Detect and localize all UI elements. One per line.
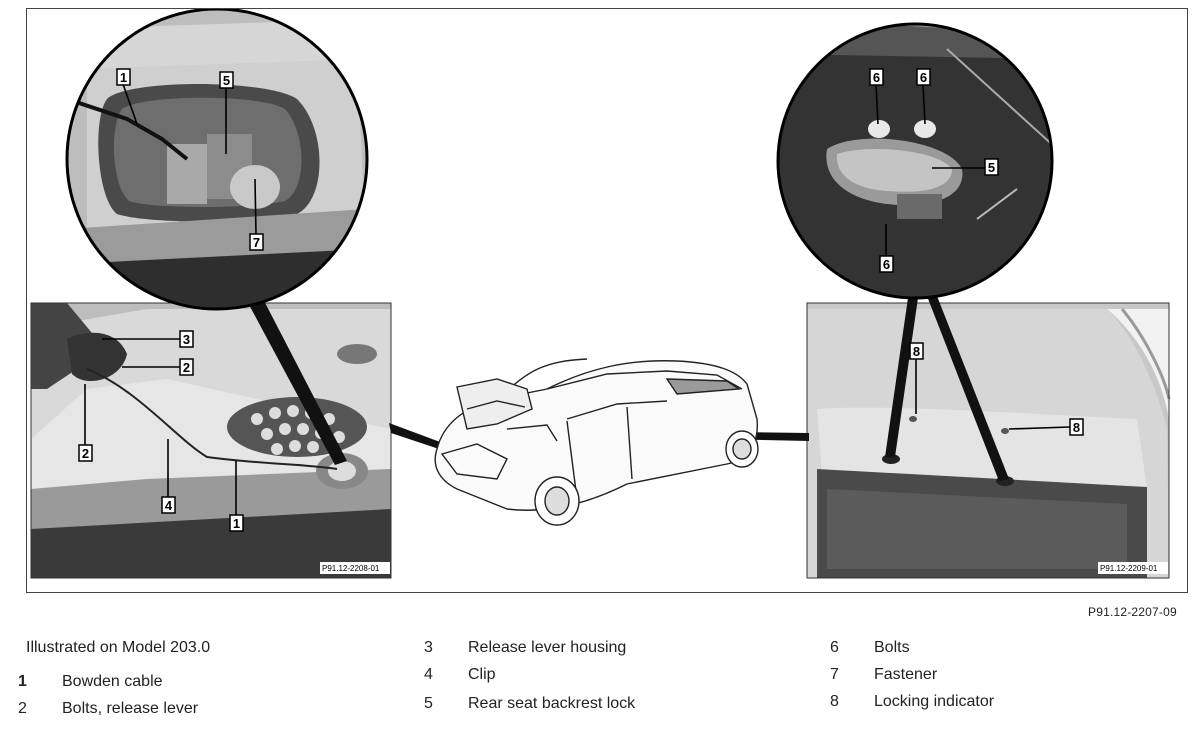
legend-item-7: 7 Fastener xyxy=(830,666,937,684)
callout-number: 1 xyxy=(233,516,240,531)
callout-badge-box xyxy=(1069,418,1084,436)
legend-item-1: 1 Bowden cable xyxy=(18,673,163,691)
legend-num: 1 xyxy=(18,673,27,690)
callout-leader-line xyxy=(922,83,926,125)
right-detail-circle xyxy=(776,22,1054,300)
legend-num: 6 xyxy=(830,639,839,656)
legend-num: 4 xyxy=(424,666,433,683)
car-illustration xyxy=(434,358,759,526)
callout-leader-line xyxy=(875,83,879,125)
callout-badge-box xyxy=(116,68,131,86)
callout-number: 5 xyxy=(223,73,230,88)
callout-badge-box xyxy=(229,514,244,532)
legend-item-3: 3 Release lever housing xyxy=(424,639,626,657)
legend-label: Bolts, release lever xyxy=(62,700,199,717)
callout-leader-line xyxy=(254,178,257,235)
callout-number: 5 xyxy=(988,160,995,175)
callout-badge-box xyxy=(916,68,931,86)
legend-label: Locking indicator xyxy=(874,693,995,710)
callout-number: 8 xyxy=(913,344,920,359)
callout-leader-line xyxy=(1008,426,1071,430)
figure-reference: P91.12-2207-09 xyxy=(1088,605,1177,619)
legend-label: Bowden cable xyxy=(62,673,163,690)
callout-number: 2 xyxy=(82,446,89,461)
left-photo-ref-bg xyxy=(320,562,390,574)
callout-number: 4 xyxy=(165,498,173,513)
callout-badge-box xyxy=(249,233,264,251)
callout-badge-box xyxy=(179,358,194,376)
callout-badge-box xyxy=(869,68,884,86)
left-detail-circle xyxy=(65,9,369,311)
callout-badge-box xyxy=(219,71,234,89)
legend-num: 5 xyxy=(424,695,433,712)
right-photo-ref-bg xyxy=(1098,562,1168,574)
callout-number: 8 xyxy=(1073,420,1080,435)
legend-item-6: 6 Bolts xyxy=(830,639,910,657)
legend-label: Release lever housing xyxy=(468,639,627,656)
callout-number: 6 xyxy=(883,257,890,272)
legend-label: Bolts xyxy=(874,639,910,656)
callout-number: 2 xyxy=(183,360,190,375)
legend-num: 8 xyxy=(830,693,839,710)
legend-num: 2 xyxy=(18,700,27,717)
legend-item-8: 8 Locking indicator xyxy=(830,693,994,711)
callout-badge-box xyxy=(179,330,194,348)
callout-badge-box xyxy=(879,255,894,273)
callout-number: 7 xyxy=(253,235,260,250)
legend-title: Illustrated on Model 203.0 xyxy=(26,639,211,656)
callout-number: 3 xyxy=(183,332,190,347)
left-photo-panel xyxy=(30,302,392,579)
left-photo-ref: P91.12-2208-01 xyxy=(322,564,380,573)
legend-num: 3 xyxy=(424,639,433,656)
legend-item-2: 2 Bolts, release lever xyxy=(18,700,198,718)
right-photo-ref: P91.12-2209-01 xyxy=(1100,564,1158,573)
callout-number: 6 xyxy=(873,70,880,85)
callout-badge-box xyxy=(78,444,93,462)
legend-num: 7 xyxy=(830,666,839,683)
legend-label: Fastener xyxy=(874,666,938,683)
legend-item-4: 4 Clip xyxy=(424,666,496,684)
callout-badge-box xyxy=(984,158,999,176)
callout-number: 6 xyxy=(920,70,927,85)
callout-leader-line xyxy=(122,83,138,125)
legend-label: Clip xyxy=(468,666,496,683)
legend-item-5: 5 Rear seat backrest lock xyxy=(424,695,635,713)
callout-number: 1 xyxy=(120,70,127,85)
callout-badge-box xyxy=(161,496,176,514)
legend-label: Rear seat backrest lock xyxy=(468,695,636,712)
callout-badge-box xyxy=(909,342,924,360)
